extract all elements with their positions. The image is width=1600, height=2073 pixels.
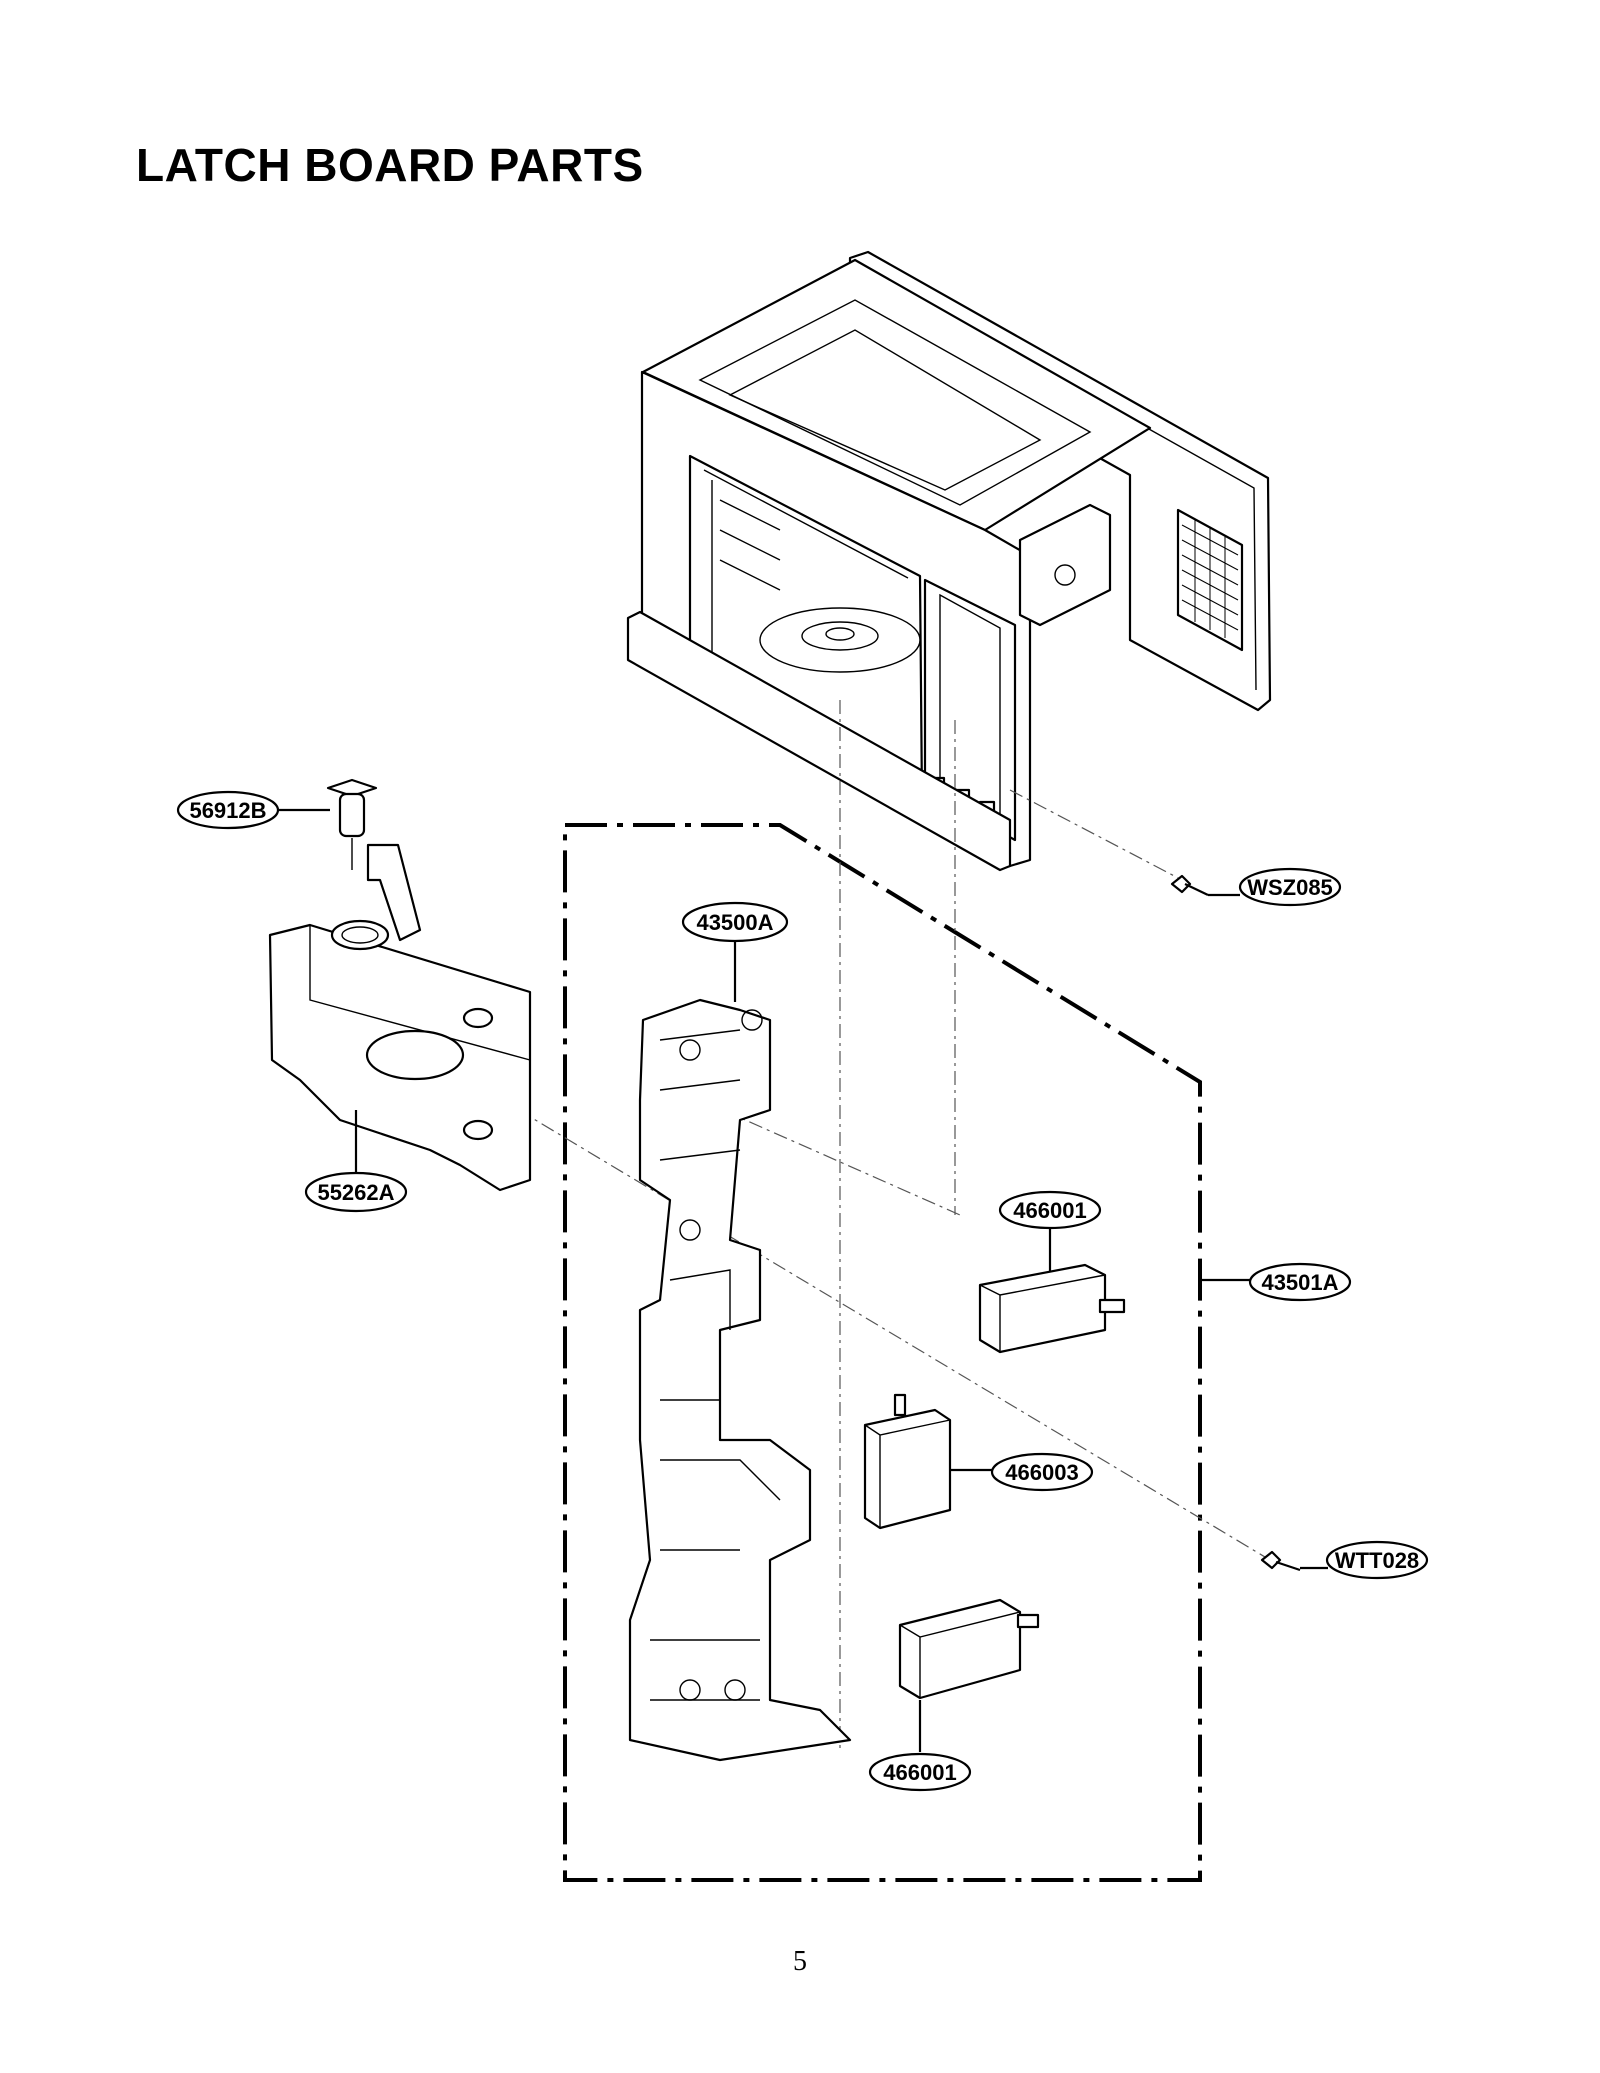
part-number-466001-lower: 466001	[883, 1760, 956, 1785]
alignment-lines	[309, 700, 1271, 1750]
part-number-WTT028: WTT028	[1335, 1548, 1419, 1573]
label-56912B: 56912B	[176, 790, 280, 830]
latch-board-assembly-boundary	[563, 823, 1202, 1882]
page-number: 5	[793, 1946, 807, 1977]
label-466001-lower: 466001	[868, 1752, 972, 1792]
label-43500A: 43500A	[681, 901, 789, 943]
plunger-part-drawing	[326, 778, 378, 870]
label-55262A: 55262A	[304, 1171, 408, 1213]
part-number-43501A: 43501A	[1261, 1270, 1338, 1295]
part-number-55262A: 55262A	[317, 1180, 394, 1205]
latch-housing-part-drawing	[268, 843, 532, 1192]
oven-cavity-drawing	[626, 250, 1272, 872]
switch-466001-upper-drawing	[978, 1263, 1126, 1354]
part-number-43500A: 43500A	[696, 910, 773, 935]
screw-wsz085-drawing	[1170, 874, 1209, 896]
label-leaders	[278, 808, 1328, 1752]
part-number-466001-upper: 466001	[1013, 1198, 1086, 1223]
page-title: LATCH BOARD PARTS	[136, 139, 644, 191]
label-WSZ085: WSZ085	[1238, 867, 1342, 907]
label-466001-upper: 466001	[998, 1190, 1102, 1230]
label-43501A: 43501A	[1248, 1262, 1352, 1302]
screw-wtt028-drawing	[1260, 1550, 1301, 1572]
part-number-WSZ085: WSZ085	[1247, 875, 1333, 900]
label-466003: 466003	[990, 1452, 1094, 1492]
switch-466001-lower-drawing	[898, 1598, 1040, 1700]
latch-board-part-drawing	[628, 998, 852, 1762]
label-WTT028: WTT028	[1325, 1540, 1429, 1580]
part-number-466003: 466003	[1005, 1460, 1078, 1485]
part-number-56912B: 56912B	[189, 798, 266, 823]
switch-466003-drawing	[863, 1393, 952, 1530]
